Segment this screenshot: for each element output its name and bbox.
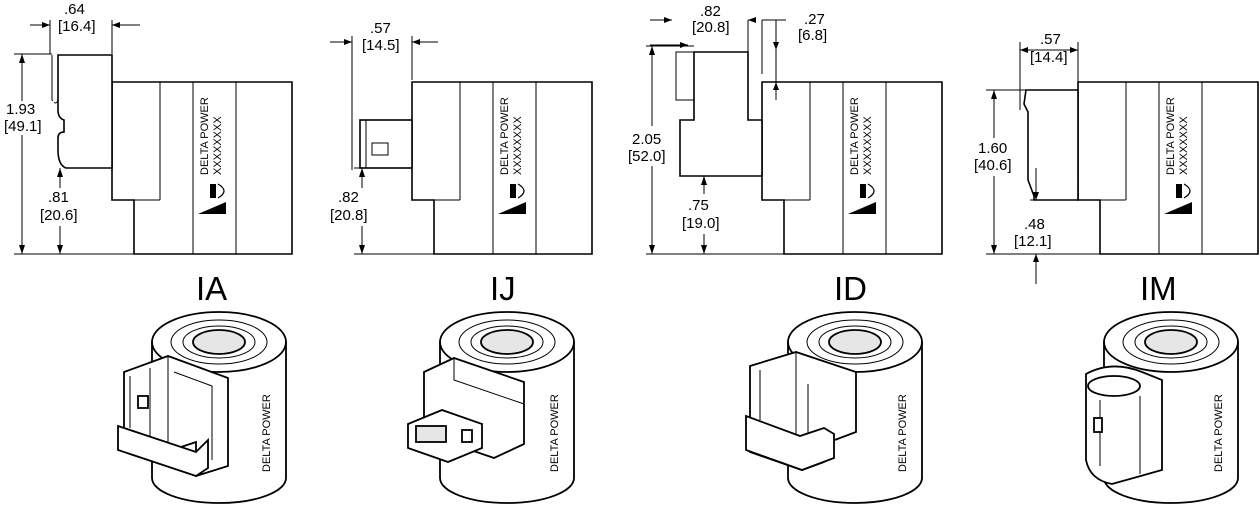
- iso-brand-label: DELTA POWER: [1213, 394, 1225, 472]
- dim-label: .82: [700, 3, 721, 20]
- dim-label: .27: [804, 11, 825, 28]
- dim-label: .75: [688, 197, 709, 214]
- dim-label: [20.8]: [330, 207, 368, 224]
- iso-brand-label: DELTA POWER: [549, 394, 561, 472]
- dim-label: .48: [1024, 216, 1045, 233]
- dim-label: [16.4]: [58, 18, 96, 35]
- dim-label: [6.8]: [798, 27, 827, 44]
- brand-label: DELTA POWER: [849, 97, 861, 175]
- dim-label: [20.6]: [40, 207, 78, 224]
- dim-label: [19.0]: [682, 215, 720, 232]
- dim-label: .57: [1040, 31, 1061, 48]
- dim-label: .64: [64, 1, 85, 18]
- part-code-label: XXXXXXXX: [212, 116, 224, 175]
- connector-id: [679, 51, 763, 177]
- dim-label: [40.6]: [974, 157, 1012, 174]
- dim-label: [20.8]: [692, 19, 730, 36]
- brand-label: DELTA POWER: [499, 97, 511, 175]
- delta-power-logo: [1164, 183, 1192, 214]
- dim-label: [14.4]: [1030, 49, 1068, 66]
- iso-render-ia: DELTA POWER: [117, 311, 287, 504]
- delta-power-logo: [848, 183, 876, 214]
- side-view-ia: .64 [16.4] 1.93 [49.1] .81 [20.6] DELTA …: [4, 1, 293, 307]
- delta-power-logo: [198, 183, 226, 214]
- side-view-ij: .57 [14.5] .82 [20.8] DELTA POWER XXXXXX…: [328, 20, 593, 307]
- dim-label: [52.0]: [628, 148, 666, 165]
- dim-label: [12.1]: [1014, 233, 1052, 250]
- dim-label: [14.5]: [362, 37, 400, 54]
- dim-label: 1.93: [6, 101, 35, 118]
- dim-label: .81: [48, 189, 69, 206]
- delta-power-logo: [498, 183, 526, 214]
- iso-render-id: DELTA POWER: [745, 311, 923, 504]
- dim-label: 2.05: [632, 131, 661, 148]
- iso-render-im: DELTA POWER: [1085, 311, 1239, 504]
- iso-brand-label: DELTA POWER: [261, 394, 273, 472]
- connector-ij: [359, 119, 413, 169]
- variant-title: IJ: [490, 270, 516, 307]
- variant-title: IA: [196, 270, 227, 307]
- connector-ia: [57, 54, 113, 169]
- side-view-im: .57 [14.4] 1.60 [40.6] .48 [12.1] DELTA …: [972, 31, 1259, 307]
- iso-render-ij: DELTA POWER: [407, 311, 575, 504]
- dim-label: 1.60: [978, 140, 1007, 157]
- dim-label: .82: [338, 189, 359, 206]
- part-code-label: XXXXXXXX: [862, 116, 874, 175]
- iso-brand-label: DELTA POWER: [897, 394, 909, 472]
- part-code-label: XXXXXXXX: [512, 116, 524, 175]
- brand-label: DELTA POWER: [1165, 97, 1177, 175]
- dim-label: [49.1]: [4, 118, 42, 135]
- variant-title: IM: [1140, 270, 1177, 307]
- variant-title: ID: [834, 270, 867, 307]
- brand-label: DELTA POWER: [199, 97, 211, 175]
- connector-im: [1023, 89, 1079, 201]
- part-code-label: XXXXXXXX: [1178, 116, 1190, 175]
- dim-label: .57: [370, 20, 391, 37]
- side-view-id: .82 [20.8] .27 [6.8] 2.05 [52.0] .75 [19…: [628, 3, 943, 307]
